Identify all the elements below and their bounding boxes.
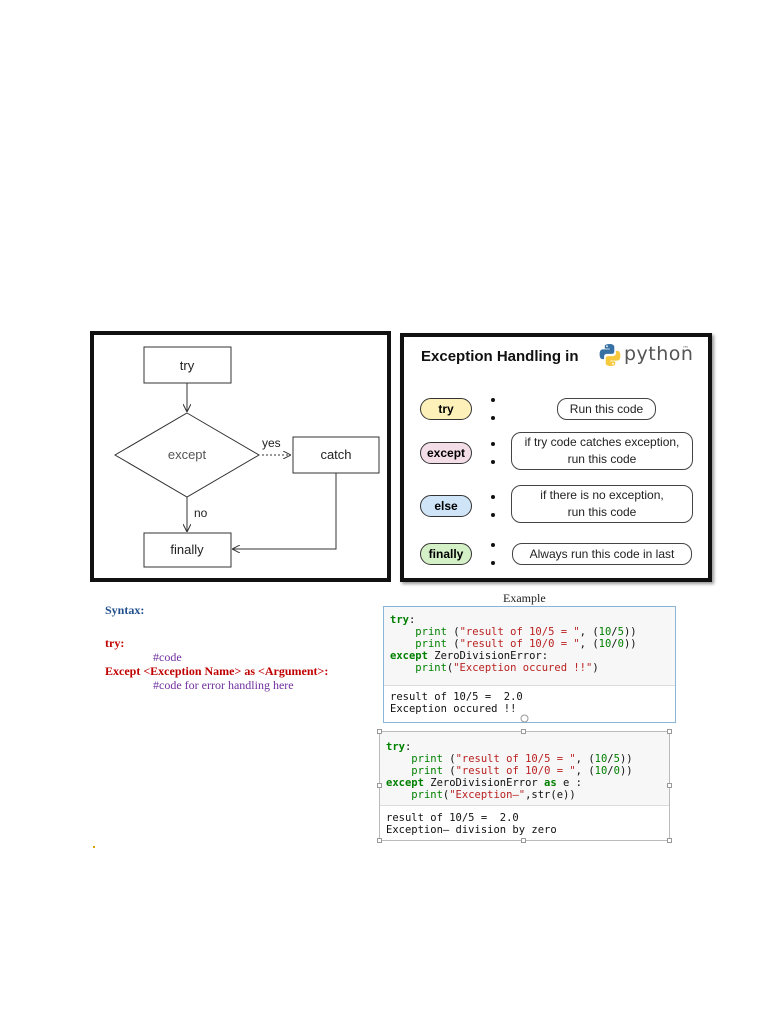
description-line: if there is no exception, (540, 488, 664, 502)
flowchart-diagram: try except yes catch no finally (114, 346, 380, 568)
colon-dots (490, 495, 496, 517)
flow-catch-box (292, 436, 380, 474)
keyword-label: try (438, 402, 454, 416)
description-line: Run this code (569, 401, 644, 416)
panel-title: Exception Handling in (421, 348, 579, 365)
flow-arrow-catch-finally (233, 473, 337, 549)
description-pill-except: if try code catches exception, run this … (511, 432, 693, 470)
colon-dots (490, 442, 496, 464)
flow-yes-label: yes (262, 436, 281, 450)
code-example-1: try: print ("result of 10/5 = ", (10/5))… (383, 606, 676, 723)
resize-handle[interactable] (377, 838, 382, 843)
flow-no-label: no (194, 506, 208, 520)
output-line: result of 10/5 = 2.0 (386, 812, 519, 824)
resize-handle[interactable] (667, 729, 672, 734)
flow-try-text: try (180, 358, 195, 373)
description-pill-try: Run this code (557, 398, 656, 420)
keyword-pill-try: try (420, 398, 472, 420)
python-wordmark: python (624, 343, 694, 365)
syntax-code-comment: #code (153, 650, 182, 664)
resize-handle[interactable] (377, 729, 382, 734)
flow-except-text: except (168, 447, 207, 462)
exception-handling-panel: Exception Handling in python ™ try Run t… (400, 333, 712, 582)
code-input-area: try: print ("result of 10/5 = ", (10/5))… (380, 732, 669, 806)
python-logo-icon (599, 344, 621, 366)
keyword-label: except (427, 446, 466, 460)
keyword-pill-else: else (420, 495, 472, 517)
description-line: run this code (567, 452, 637, 466)
code-line: print("Exception—",str(e)) (411, 789, 576, 801)
keyword-label: else (434, 499, 458, 513)
resize-handle[interactable] (521, 838, 526, 843)
code-line: print ("result of 10/0 = ", (10/0)) (415, 638, 637, 650)
code-line: print("Exception occured !!") (415, 662, 599, 674)
keyword-label: finally (428, 547, 464, 561)
syntax-try-line: try: (105, 636, 125, 650)
description-pill-finally: Always run this code in last (512, 543, 692, 565)
output-line: Exception occured !! (390, 703, 517, 715)
flow-catch-text: catch (320, 447, 351, 462)
resize-handle[interactable] (667, 783, 672, 788)
description-line: Always run this code in last (529, 546, 675, 561)
resize-handle[interactable] (521, 729, 526, 734)
code-line: try: (386, 741, 412, 753)
code-example-2: try: print ("result of 10/5 = ", (10/5))… (379, 731, 670, 841)
flowchart-panel: try except yes catch no finally (90, 331, 391, 582)
syntax-title: Syntax: (105, 603, 145, 617)
resize-handle[interactable] (667, 838, 672, 843)
code-input-area: try: print ("result of 10/5 = ", (10/5))… (384, 607, 675, 686)
trademark-mark: ™ (682, 345, 689, 353)
code-line: except ZeroDivisionError as e : (386, 777, 582, 789)
description-line: run this code (567, 505, 637, 519)
example-title: Example (503, 591, 546, 605)
colon-dots (490, 398, 496, 420)
flow-finally-box (143, 532, 232, 568)
flow-try-box (143, 346, 232, 384)
code-line: try: (390, 614, 416, 626)
code-line: print ("result of 10/0 = ", (10/0)) (411, 765, 633, 777)
syntax-handler-comment: #code for error handling here (153, 678, 294, 692)
keyword-pill-except: except (420, 442, 473, 464)
syntax-except-line: Except <Exception Name> as <Argument>: (105, 664, 329, 678)
description-pill-else: if there is no exception, run this code (511, 485, 693, 523)
keyword-pill-finally: finally (420, 543, 472, 565)
output-line: result of 10/5 = 2.0 (390, 691, 523, 703)
rotate-handle-icon (520, 714, 529, 723)
description-line: if try code catches exception, (524, 435, 680, 449)
code-line: print ("result of 10/5 = ", (10/5)) (415, 626, 637, 638)
stray-mark (93, 846, 95, 848)
code-line: print ("result of 10/5 = ", (10/5)) (411, 753, 633, 765)
resize-handle[interactable] (377, 783, 382, 788)
colon-dots (490, 543, 496, 565)
flow-finally-text: finally (170, 542, 204, 557)
code-line: except ZeroDivisionError: (390, 650, 549, 662)
output-line: Exception— division by zero (386, 824, 557, 836)
